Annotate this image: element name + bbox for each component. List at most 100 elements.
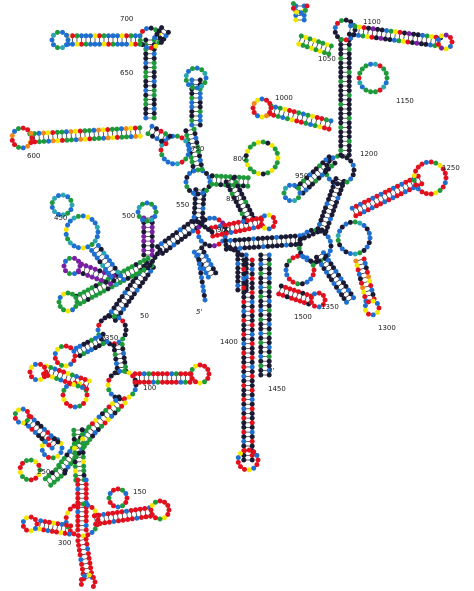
nucleotide-937 bbox=[189, 77, 195, 83]
nucleotide-1159 bbox=[338, 152, 344, 158]
nucleotide-1437 bbox=[413, 182, 419, 188]
nucleotide-1167 bbox=[338, 134, 344, 140]
nucleotide-1679 bbox=[238, 464, 243, 470]
nucleotide-1591 bbox=[249, 266, 255, 272]
nucleotide-723 bbox=[183, 128, 189, 134]
position-label-900: 900 bbox=[217, 226, 230, 234]
nucleotide-434 bbox=[32, 517, 38, 522]
position-label-150: 150 bbox=[133, 488, 146, 496]
nucleotide-994 bbox=[227, 187, 233, 193]
nucleotide-1079 bbox=[270, 243, 275, 249]
nucleotide-519 bbox=[65, 290, 71, 296]
nucleotide-1632 bbox=[241, 364, 247, 370]
nucleotide-1595 bbox=[249, 276, 255, 282]
nucleotide-978 bbox=[245, 162, 251, 168]
nucleotide-1495 bbox=[362, 303, 368, 309]
nucleotide-1548 bbox=[287, 286, 293, 292]
nucleotide-1457 bbox=[339, 246, 345, 252]
nucleotide-595 bbox=[49, 204, 55, 210]
nucleotide-197 bbox=[58, 377, 64, 383]
nucleotide-1204 bbox=[346, 46, 352, 52]
nucleotide-131 bbox=[178, 371, 184, 377]
nucleotide-1130 bbox=[335, 195, 341, 201]
nucleotide-604 bbox=[149, 247, 155, 253]
nucleotide-762 bbox=[151, 92, 157, 98]
nucleotide-1202 bbox=[346, 51, 352, 57]
nucleotide-986 bbox=[265, 140, 271, 146]
nucleotide-1772 bbox=[202, 297, 208, 303]
nucleotide-1267 bbox=[443, 46, 449, 52]
nucleotide-936 bbox=[197, 77, 203, 83]
nucleotide-370 bbox=[92, 508, 98, 514]
position-label-650: 650 bbox=[120, 69, 133, 77]
nucleotide-1183 bbox=[338, 97, 344, 103]
nucleotide-1661 bbox=[249, 429, 255, 435]
nucleotide-1753 bbox=[231, 247, 237, 253]
nucleotide-1600 bbox=[241, 290, 247, 296]
nucleotide-374 bbox=[97, 521, 103, 526]
nucleotide-138 bbox=[202, 379, 207, 385]
nucleotide-484 bbox=[121, 268, 127, 274]
nucleotide-1021 bbox=[226, 221, 232, 227]
nucleotide-1001 bbox=[241, 195, 247, 201]
nucleotide-787 bbox=[143, 37, 149, 43]
nucleotide-134 bbox=[187, 379, 193, 385]
nucleotide-1746 bbox=[195, 219, 201, 225]
nucleotide-485 bbox=[125, 275, 131, 281]
nucleotide-215 bbox=[42, 364, 47, 370]
nucleotide-1242 bbox=[388, 28, 394, 34]
nucleotide-1565 bbox=[312, 291, 317, 297]
nucleotide-1212 bbox=[348, 35, 354, 41]
nucleotide-460 bbox=[124, 495, 130, 501]
nucleotide-18 bbox=[129, 295, 135, 301]
position-label-1250: 1250 bbox=[442, 164, 460, 172]
nucleotide-1022 bbox=[233, 229, 239, 235]
nucleotide-1609 bbox=[249, 308, 255, 314]
nucleotide-72 bbox=[52, 351, 58, 357]
nucleotide-989 bbox=[274, 150, 280, 156]
nucleotide-876 bbox=[87, 136, 93, 142]
nucleotide-59 bbox=[81, 341, 87, 347]
position-label-1450: 1450 bbox=[268, 385, 286, 393]
nucleotide-1268 bbox=[439, 45, 444, 51]
nucleotide-1123 bbox=[321, 209, 327, 215]
nucleotide-1621 bbox=[249, 336, 255, 342]
nucleotide-41 bbox=[96, 322, 102, 328]
nucleotide-675 bbox=[191, 214, 197, 220]
nucleotide-1769 bbox=[200, 284, 206, 289]
nucleotide-543 bbox=[61, 263, 67, 269]
nucleotide-1228 bbox=[357, 24, 363, 30]
nucleotide-71 bbox=[52, 355, 58, 361]
nucleotide-1076 bbox=[260, 235, 266, 241]
nucleotide-630 bbox=[149, 201, 154, 207]
nucleotide-430 bbox=[20, 523, 26, 529]
nucleotide-1700 bbox=[266, 280, 272, 286]
nucleotide-802 bbox=[137, 41, 143, 47]
nucleotide-1194 bbox=[346, 69, 352, 75]
nucleotide-143 bbox=[189, 367, 195, 372]
nucleotide-383 bbox=[114, 510, 120, 515]
nucleotide-105 bbox=[117, 368, 123, 374]
nucleotide-1364 bbox=[323, 157, 329, 163]
nucleotide-392 bbox=[138, 515, 144, 520]
nucleotide-826 bbox=[83, 41, 89, 47]
nucleotide-576 bbox=[67, 240, 73, 246]
nucleotide-355 bbox=[85, 532, 91, 538]
nucleotide-1168 bbox=[346, 129, 352, 135]
nucleotide-244 bbox=[46, 454, 51, 460]
nucleotide-1297 bbox=[309, 45, 314, 51]
nucleotide-938 bbox=[203, 75, 209, 81]
nucleotide-542 bbox=[63, 268, 68, 274]
nucleotide-683 bbox=[192, 196, 198, 202]
nucleotide-965 bbox=[240, 183, 246, 189]
nucleotide-415 bbox=[58, 530, 64, 536]
nucleotide-1721 bbox=[258, 331, 264, 336]
nucleotide-1620 bbox=[241, 336, 247, 342]
nucleotide-335 bbox=[75, 495, 81, 501]
nucleotide-1398 bbox=[361, 209, 367, 215]
nucleotide-1448 bbox=[442, 170, 448, 176]
nucleotide-200 bbox=[52, 366, 58, 372]
nucleotide-1501 bbox=[316, 258, 322, 264]
nucleotide-3 bbox=[141, 263, 147, 269]
nucleotide-500 bbox=[89, 285, 95, 291]
